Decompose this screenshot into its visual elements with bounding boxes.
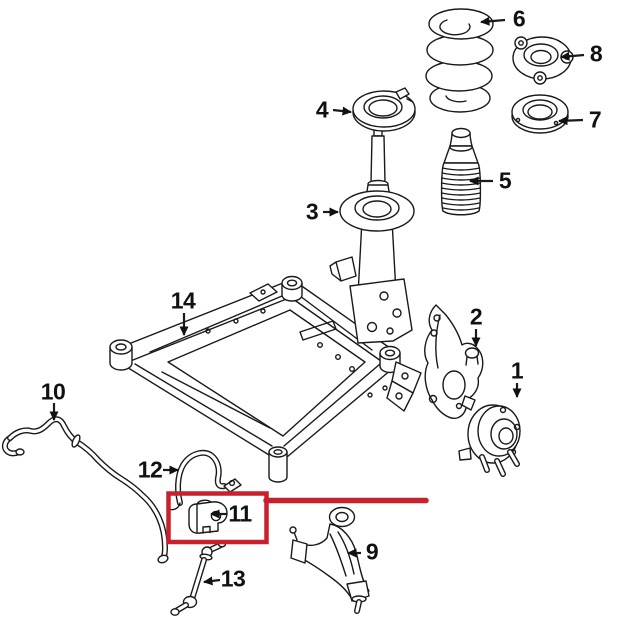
- callout-8[interactable]: 8: [589, 40, 603, 67]
- callout-13[interactable]: 13: [220, 565, 246, 592]
- stabilizer-bar-drawing: [1, 416, 169, 564]
- callout-5[interactable]: 5: [498, 167, 512, 194]
- callout-14[interactable]: 14: [170, 287, 196, 314]
- upper-spring-seat-drawing: [352, 87, 416, 132]
- coil-spring-drawing: [425, 8, 494, 113]
- stabilizer-bushing-drawing: [188, 499, 228, 534]
- callout-2[interactable]: 2: [469, 303, 483, 330]
- callout-3[interactable]: 3: [305, 198, 319, 225]
- highlight-box: [166, 491, 269, 545]
- stabilizer-link-drawing: [170, 540, 227, 616]
- strut-mount-drawing: [512, 36, 574, 85]
- callout-9[interactable]: 9: [365, 538, 379, 565]
- control-arm-drawing: [289, 506, 370, 614]
- callout-1[interactable]: 1: [510, 357, 524, 384]
- callout-4[interactable]: 4: [315, 96, 329, 123]
- subframe-drawing: [109, 275, 422, 483]
- dust-boot-drawing: [440, 127, 482, 216]
- callout-7[interactable]: 7: [588, 106, 602, 133]
- hub-bearing-drawing: [458, 395, 521, 477]
- stabilizer-bracket-drawing: [168, 449, 242, 511]
- spring-seat-bearing-drawing: [511, 94, 569, 134]
- knuckle-drawing: [424, 304, 484, 419]
- callout-6[interactable]: 6: [512, 5, 526, 32]
- callout-11[interactable]: 11: [228, 500, 252, 527]
- callout-leaders: [49, 16, 585, 586]
- strut-drawing: [329, 127, 415, 344]
- callout-12[interactable]: 12: [137, 456, 163, 483]
- callout-10[interactable]: 10: [40, 378, 66, 405]
